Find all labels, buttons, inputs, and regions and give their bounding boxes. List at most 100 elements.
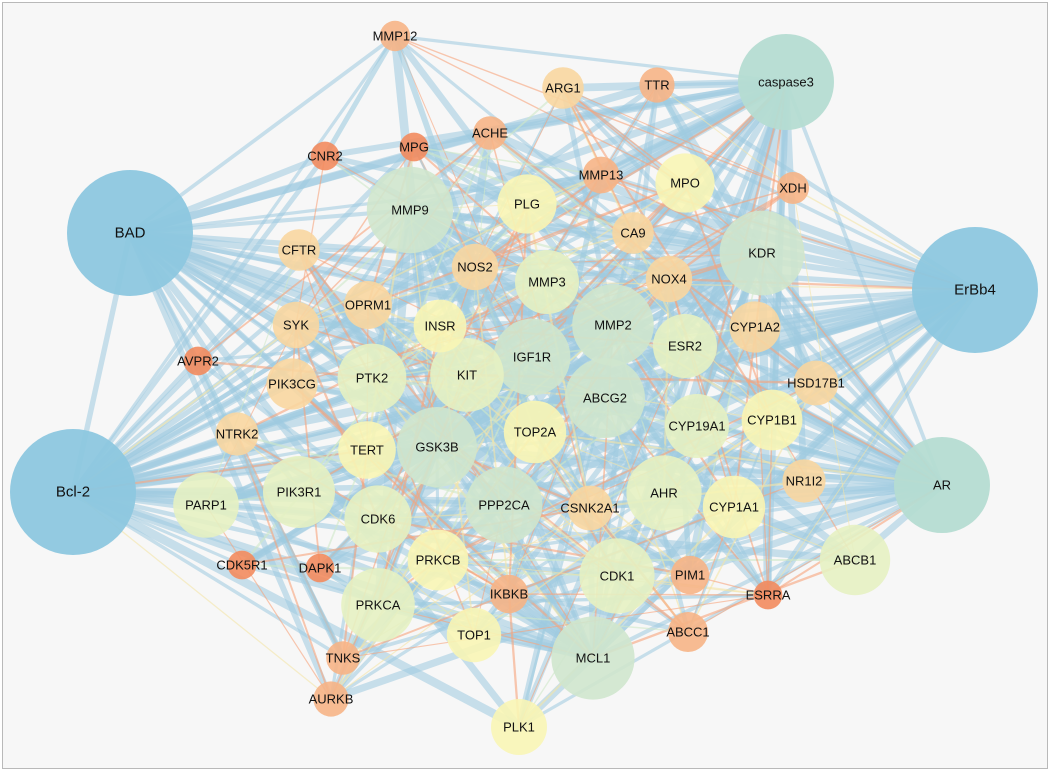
node-circle-ntrk2 <box>215 412 259 456</box>
node-cyp1b1: CYP1B1 <box>741 389 803 451</box>
node-circle-kdr <box>719 210 805 296</box>
node-label-xdh: XDH <box>779 181 806 196</box>
node-aurkb: AURKB <box>309 681 353 717</box>
node-circle-prkcb <box>407 529 469 591</box>
node-label-esrra: ESRRA <box>746 588 791 603</box>
node-circle-abcg2 <box>565 358 645 438</box>
edge-MMP12-CNR2 <box>322 33 398 159</box>
node-ache: ACHE <box>472 116 508 150</box>
node-label-caspase3: caspase3 <box>758 75 814 90</box>
node-pik3r1: PIK3R1 <box>263 456 335 528</box>
node-label-bad: BAD <box>115 225 146 242</box>
node-circle-parp1 <box>173 472 239 538</box>
edge-GSK3B-MCL1 <box>434 444 596 661</box>
node-circle-cdk5r1 <box>227 550 257 580</box>
node-label-mmp9: MMP9 <box>391 203 429 218</box>
edge-ABCG2-PLK1 <box>517 396 607 729</box>
node-cyp1a2: CYP1A2 <box>729 301 781 353</box>
node-circle-pik3cg <box>266 358 318 410</box>
node-ntrk2: NTRK2 <box>215 412 259 456</box>
node-cnr2: CNR2 <box>307 141 343 171</box>
node-label-ikbkb: IKBKB <box>490 587 528 602</box>
edge-NOX4-ACHE <box>489 132 670 280</box>
node-label-cdk5r1: CDK5R1 <box>216 558 267 573</box>
node-mmp3: MMP3 <box>515 250 579 314</box>
node-ttr: TTR <box>639 67 675 103</box>
node-label-ache: ACHE <box>472 126 508 141</box>
edge-PRKCA-ABCC1 <box>377 604 689 633</box>
node-label-mmp12: MMP12 <box>373 29 418 44</box>
node-label-tnks: TNKS <box>326 651 361 666</box>
node-circle-ache <box>473 116 507 150</box>
node-abcc1: ABCC1 <box>666 612 710 652</box>
edge-Bcl-2-CNR2 <box>70 153 328 495</box>
edge-MCL1-ABCB1 <box>591 558 857 660</box>
node-label-bcl-2: Bcl-2 <box>56 484 90 501</box>
node-igf1r: IGF1R <box>493 318 571 396</box>
node-label-mpo: MPO <box>670 176 700 191</box>
node-esr2: ESR2 <box>653 314 717 378</box>
edge-XDH-MMP12 <box>394 35 794 189</box>
node-syk: SYK <box>272 301 320 349</box>
edge-Bcl-2-MMP12 <box>71 34 397 494</box>
node-label-top2a: TOP2A <box>514 425 557 440</box>
node-circle-mpg <box>399 132 429 162</box>
node-ar: AR <box>894 437 990 533</box>
node-mmp2: MMP2 <box>572 284 654 366</box>
node-circle-ppp2ca <box>465 466 543 544</box>
edge-MPO-NOS2 <box>474 182 686 268</box>
node-xdh: XDH <box>777 172 809 204</box>
node-cftr: CFTR <box>278 229 320 271</box>
node-circle-cyp1a2 <box>729 301 781 353</box>
node-label-ca9: CA9 <box>620 226 645 241</box>
node-circle-mmp9 <box>366 166 454 254</box>
node-plk1: PLK1 <box>491 699 547 755</box>
node-circle-prkca <box>341 568 415 642</box>
node-avpr2: AVPR2 <box>177 346 219 376</box>
node-circle-cnr2 <box>310 141 340 171</box>
node-label-ahr: AHR <box>650 486 677 501</box>
node-mmp9: MMP9 <box>366 166 454 254</box>
node-mpo: MPO <box>655 153 715 213</box>
node-circle-ikbkb <box>489 574 529 614</box>
edge-ESR2-PLK1 <box>518 345 686 728</box>
edge-CSNK2A1-AURKB <box>330 507 591 700</box>
node-circle-pik3r1 <box>263 456 335 528</box>
node-label-cyp1a2: CYP1A2 <box>730 320 780 335</box>
edge-PARP1-SYK <box>205 324 297 506</box>
node-ikbkb: IKBKB <box>489 574 529 614</box>
node-circle-cyp1a1 <box>702 475 766 539</box>
node-circle-plk1 <box>491 699 547 755</box>
node-nr1i2: NR1I2 <box>782 459 826 503</box>
node-circle-ttr <box>639 67 675 103</box>
node-mcl1: MCL1 <box>551 616 635 700</box>
node-circle-ptk2 <box>337 343 407 413</box>
edge-TERT-CFTR <box>298 249 368 451</box>
node-label-insr: INSR <box>424 319 455 334</box>
node-circle-bcl-2 <box>10 429 136 555</box>
edge-Bcl-2-MPG <box>70 144 417 495</box>
node-circle-insr <box>413 299 467 353</box>
node-label-mmp2: MMP2 <box>594 318 632 333</box>
node-prkcb: PRKCB <box>407 529 469 591</box>
node-label-igf1r: IGF1R <box>513 350 551 365</box>
node-label-erbb4: ErBb4 <box>954 282 996 299</box>
node-label-mpg: MPG <box>399 140 429 155</box>
node-label-ppp2ca: PPP2CA <box>478 498 530 513</box>
node-circle-ahr <box>626 455 702 531</box>
edge-AR-caspase3 <box>784 80 944 487</box>
node-kdr: KDR <box>719 210 805 296</box>
node-nox4: NOX4 <box>645 255 693 303</box>
node-dapk1: DAPK1 <box>299 553 341 583</box>
node-label-nos2: NOS2 <box>457 260 492 275</box>
node-label-cdk6: CDK6 <box>361 512 396 527</box>
node-label-ttr: TTR <box>644 78 669 93</box>
node-label-parp1: PARP1 <box>185 498 227 513</box>
edge-CYP1B1-ARG1 <box>561 86 774 422</box>
node-label-pik3cg: PIK3CG <box>268 377 316 392</box>
node-ptk2: PTK2 <box>337 343 407 413</box>
node-nos2: NOS2 <box>451 243 499 291</box>
edge-KDR-ACHE <box>485 128 767 258</box>
